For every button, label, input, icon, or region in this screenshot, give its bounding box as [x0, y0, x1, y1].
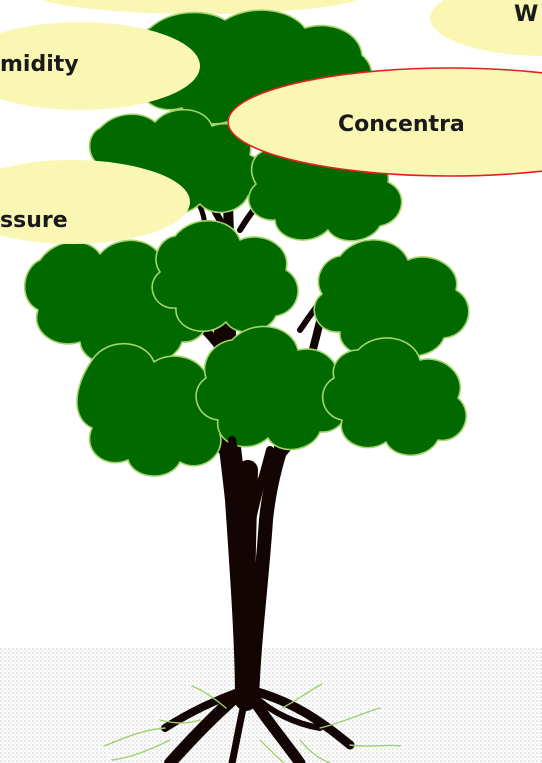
pressure-label: ssure — [0, 208, 68, 233]
humidity-label: midity — [0, 52, 79, 77]
soil-region — [0, 648, 542, 763]
concentration-label: Concentra — [338, 112, 465, 137]
top-right-label: W — [514, 2, 538, 27]
